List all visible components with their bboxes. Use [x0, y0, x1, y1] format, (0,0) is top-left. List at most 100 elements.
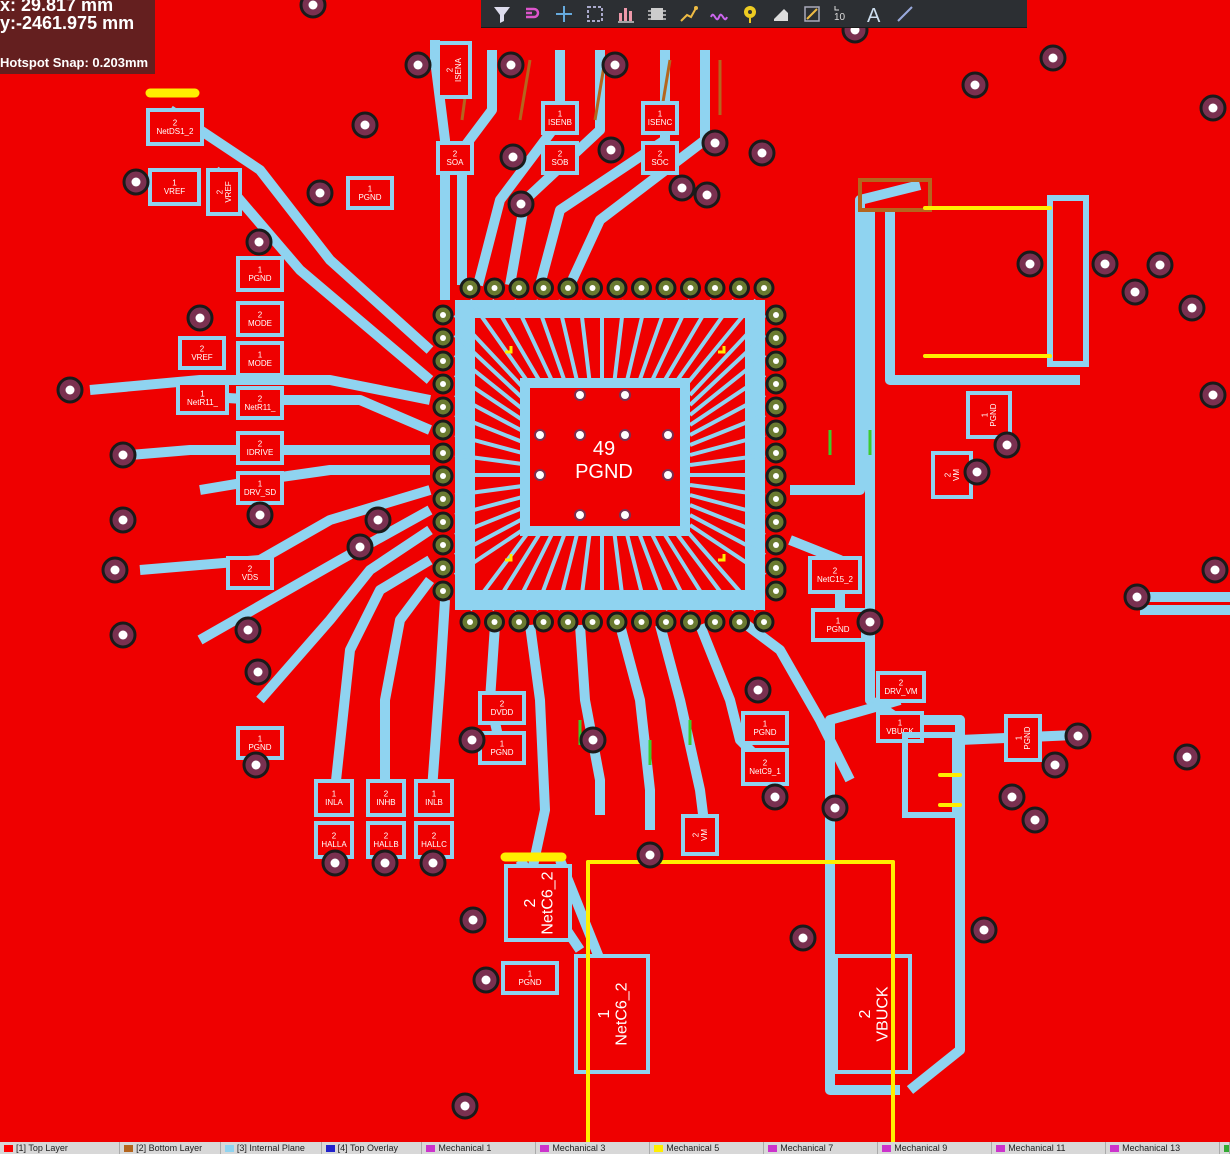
svg-text:A: A — [867, 5, 881, 25]
pin-trace — [648, 299, 692, 386]
pad-net: PGND — [989, 403, 998, 426]
route-interactive-tool-button[interactable] — [518, 1, 548, 27]
layer-tab[interactable]: Mechanical 5 — [650, 1142, 765, 1154]
via-hole — [1100, 259, 1110, 269]
layer-tab[interactable]: Mechanical 1 — [422, 1142, 537, 1154]
layer-tab[interactable]: Mechanical 7 — [764, 1142, 879, 1154]
interactive-route-tool-button[interactable] — [673, 1, 703, 27]
via-hole — [355, 542, 365, 552]
pad-number: 2 — [658, 149, 663, 158]
pad-fill — [150, 112, 200, 142]
designator-tool-button[interactable]: 10 — [828, 1, 858, 27]
select-rect-tool-button[interactable] — [580, 1, 610, 27]
layer-tab-label: [2] Bottom Layer — [136, 1143, 203, 1153]
pin-trace — [453, 373, 532, 427]
pad-fill — [645, 145, 675, 171]
chip-pin-hole — [712, 619, 718, 625]
pad-number: 2 — [384, 831, 389, 840]
layer-tab[interactable]: Mechanical 11 — [992, 1142, 1107, 1154]
pad-fill — [240, 345, 280, 373]
layer-tab[interactable]: [1] Top Layer — [0, 1142, 121, 1154]
component-tool-button[interactable] — [642, 1, 672, 27]
layer-tab-label: Mechanical 1 — [438, 1143, 492, 1153]
pad-net: VREF — [224, 181, 233, 202]
filter-tool-button[interactable] — [487, 1, 517, 27]
via-drop-tool-button[interactable] — [735, 1, 765, 27]
chart-bars-tool-button[interactable] — [611, 1, 641, 27]
diff-pair-icon — [710, 13, 728, 20]
pad-fill — [440, 145, 470, 171]
diff-pair-tool-button[interactable] — [704, 1, 734, 27]
text-tool-button[interactable]: A — [859, 1, 889, 27]
pad-number: 2 — [258, 439, 263, 448]
chip-pin-hole — [440, 404, 446, 410]
pin-trace — [672, 298, 736, 387]
silk-corner — [718, 346, 726, 354]
fill-icon — [774, 8, 788, 21]
pad-net: NetC6_2 — [539, 871, 556, 934]
coordinate-readout: x: 29.817 mm y:-2461.975 mm Hotspot Snap… — [0, 0, 155, 74]
track-tool-button[interactable] — [797, 1, 827, 27]
layer-tab[interactable]: [4] Top Overlay — [322, 1142, 423, 1154]
pad-fill — [970, 395, 1008, 435]
place-cross-tool-button[interactable] — [549, 1, 579, 27]
line-tool-button[interactable] — [890, 1, 920, 27]
layer-tab-label: Mechanical 5 — [666, 1143, 720, 1153]
via-hole — [255, 510, 265, 520]
layer-tab[interactable]: Mechanical 15 — [1220, 1142, 1230, 1154]
via-hole — [118, 630, 128, 640]
layer-tab[interactable]: Mechanical 3 — [536, 1142, 651, 1154]
layer-tab[interactable]: [3] Internal Plane — [221, 1142, 322, 1154]
layer-tab[interactable]: [2] Bottom Layer — [120, 1142, 221, 1154]
fill-tool-button[interactable] — [766, 1, 796, 27]
layer-tabs: [1] Top Layer [2] Bottom Layer [3] Interna… — [0, 1142, 1230, 1154]
layer-tab[interactable]: Mechanical 13 — [1106, 1142, 1221, 1154]
pad-fill — [240, 475, 280, 501]
layer-tab[interactable]: Mechanical 9 — [878, 1142, 993, 1154]
via-hole — [588, 735, 598, 745]
pin-trace — [689, 393, 766, 437]
